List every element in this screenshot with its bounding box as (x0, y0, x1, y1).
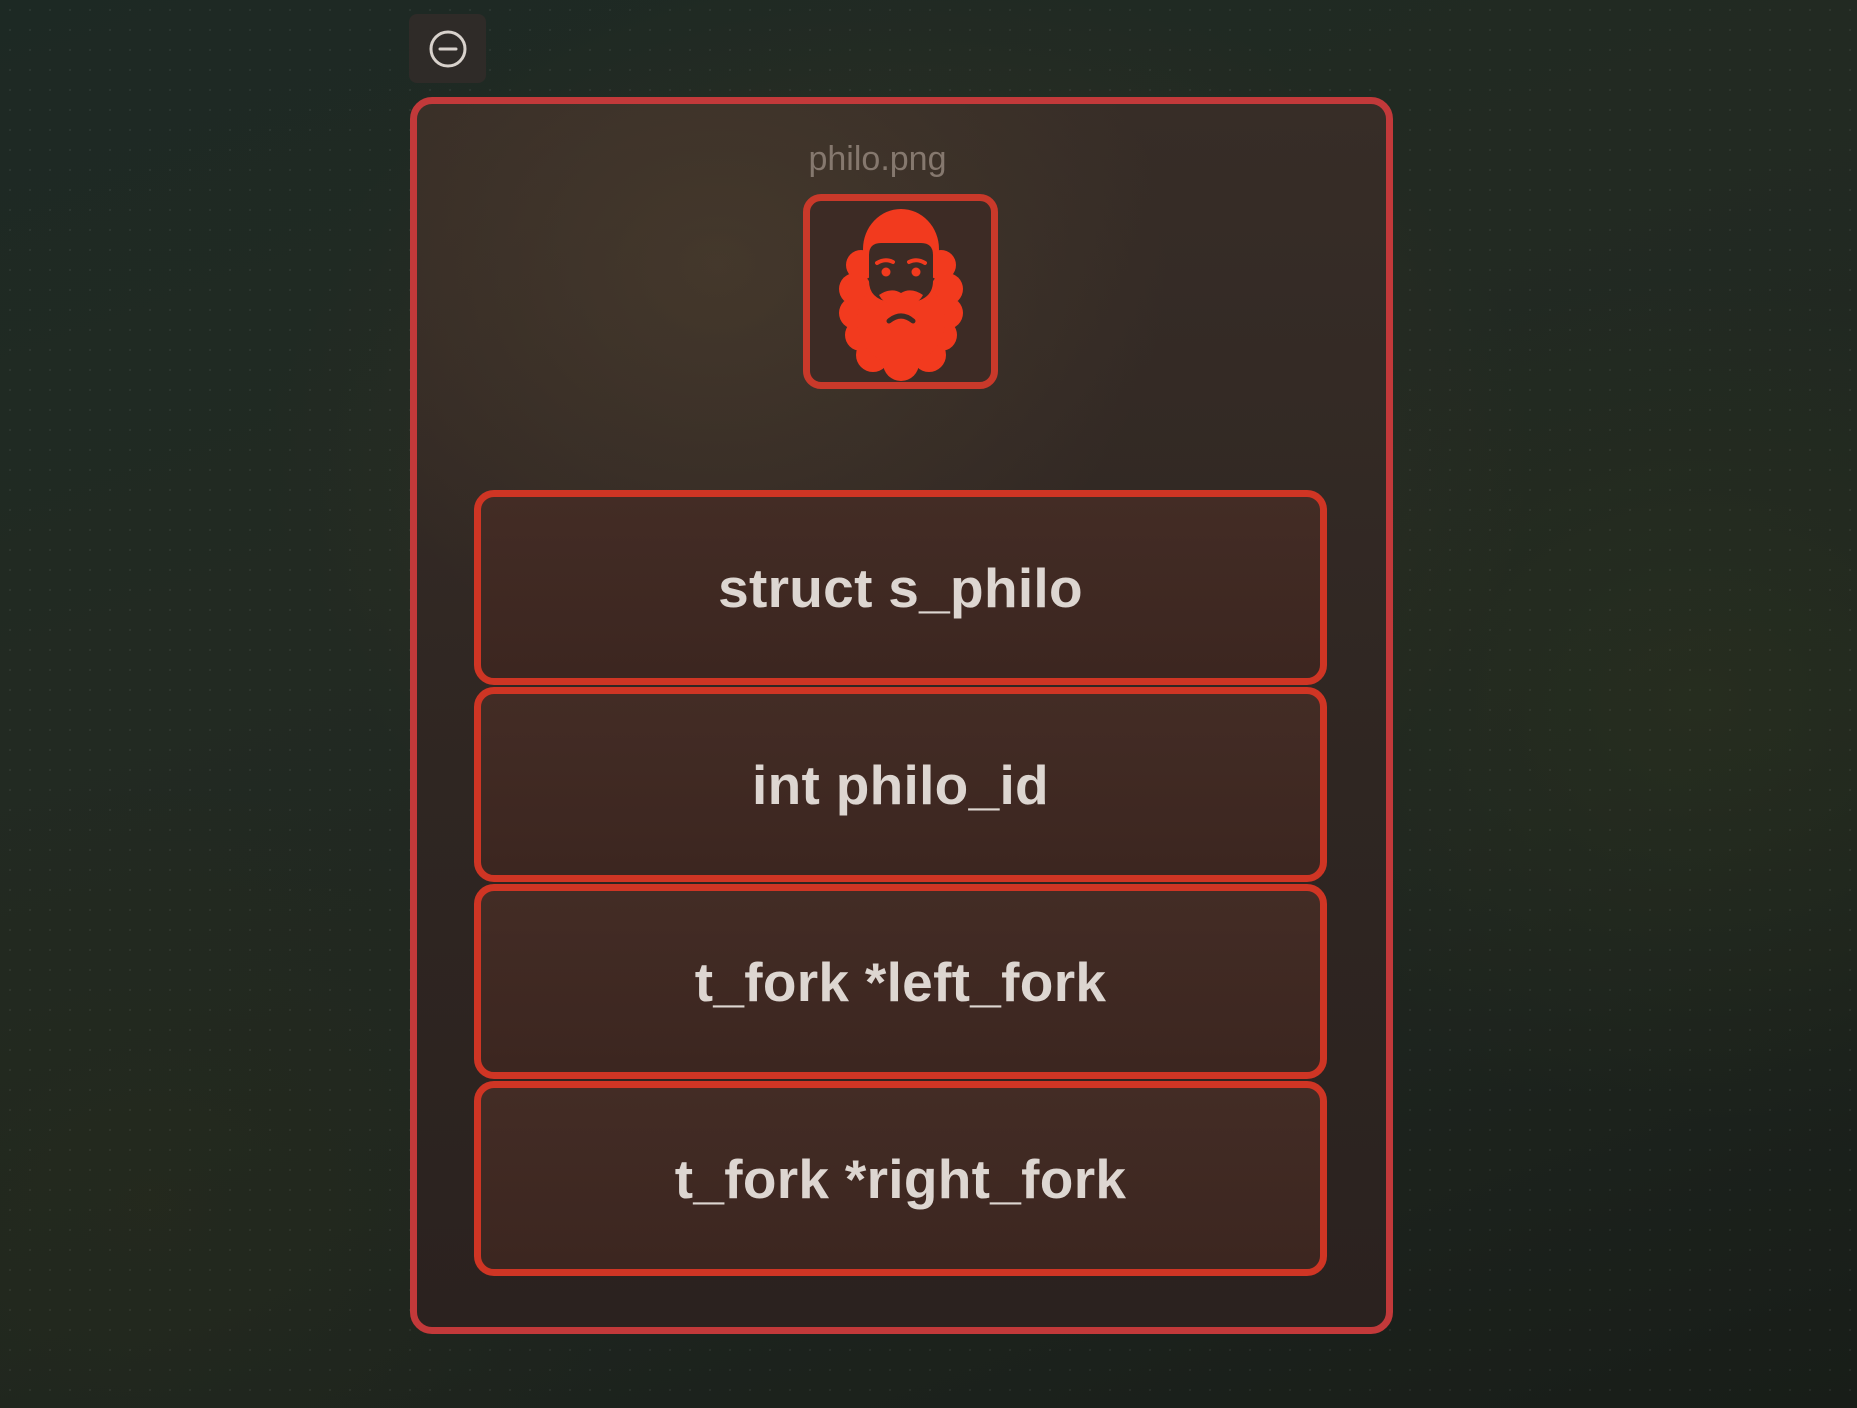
field-philo-id-box[interactable]: int philo_id (474, 687, 1327, 882)
image-filename-label: philo.png (808, 140, 947, 178)
field-right-fork-box[interactable]: t_fork *right_fork (474, 1081, 1327, 1276)
field-left-fork-box[interactable]: t_fork *left_fork (474, 884, 1327, 1079)
struct-name-label: struct s_philo (718, 556, 1083, 619)
struct-name-box[interactable]: struct s_philo (474, 490, 1327, 685)
collapse-button[interactable] (409, 14, 486, 83)
field-right-fork-label: t_fork *right_fork (674, 1147, 1127, 1210)
philosopher-bearded-face-icon (838, 208, 963, 381)
field-philo-id-label: int philo_id (752, 753, 1049, 816)
philosopher-image-frame[interactable] (803, 194, 998, 389)
field-left-fork-label: t_fork *left_fork (694, 950, 1107, 1013)
minus-circle-icon (429, 30, 466, 67)
